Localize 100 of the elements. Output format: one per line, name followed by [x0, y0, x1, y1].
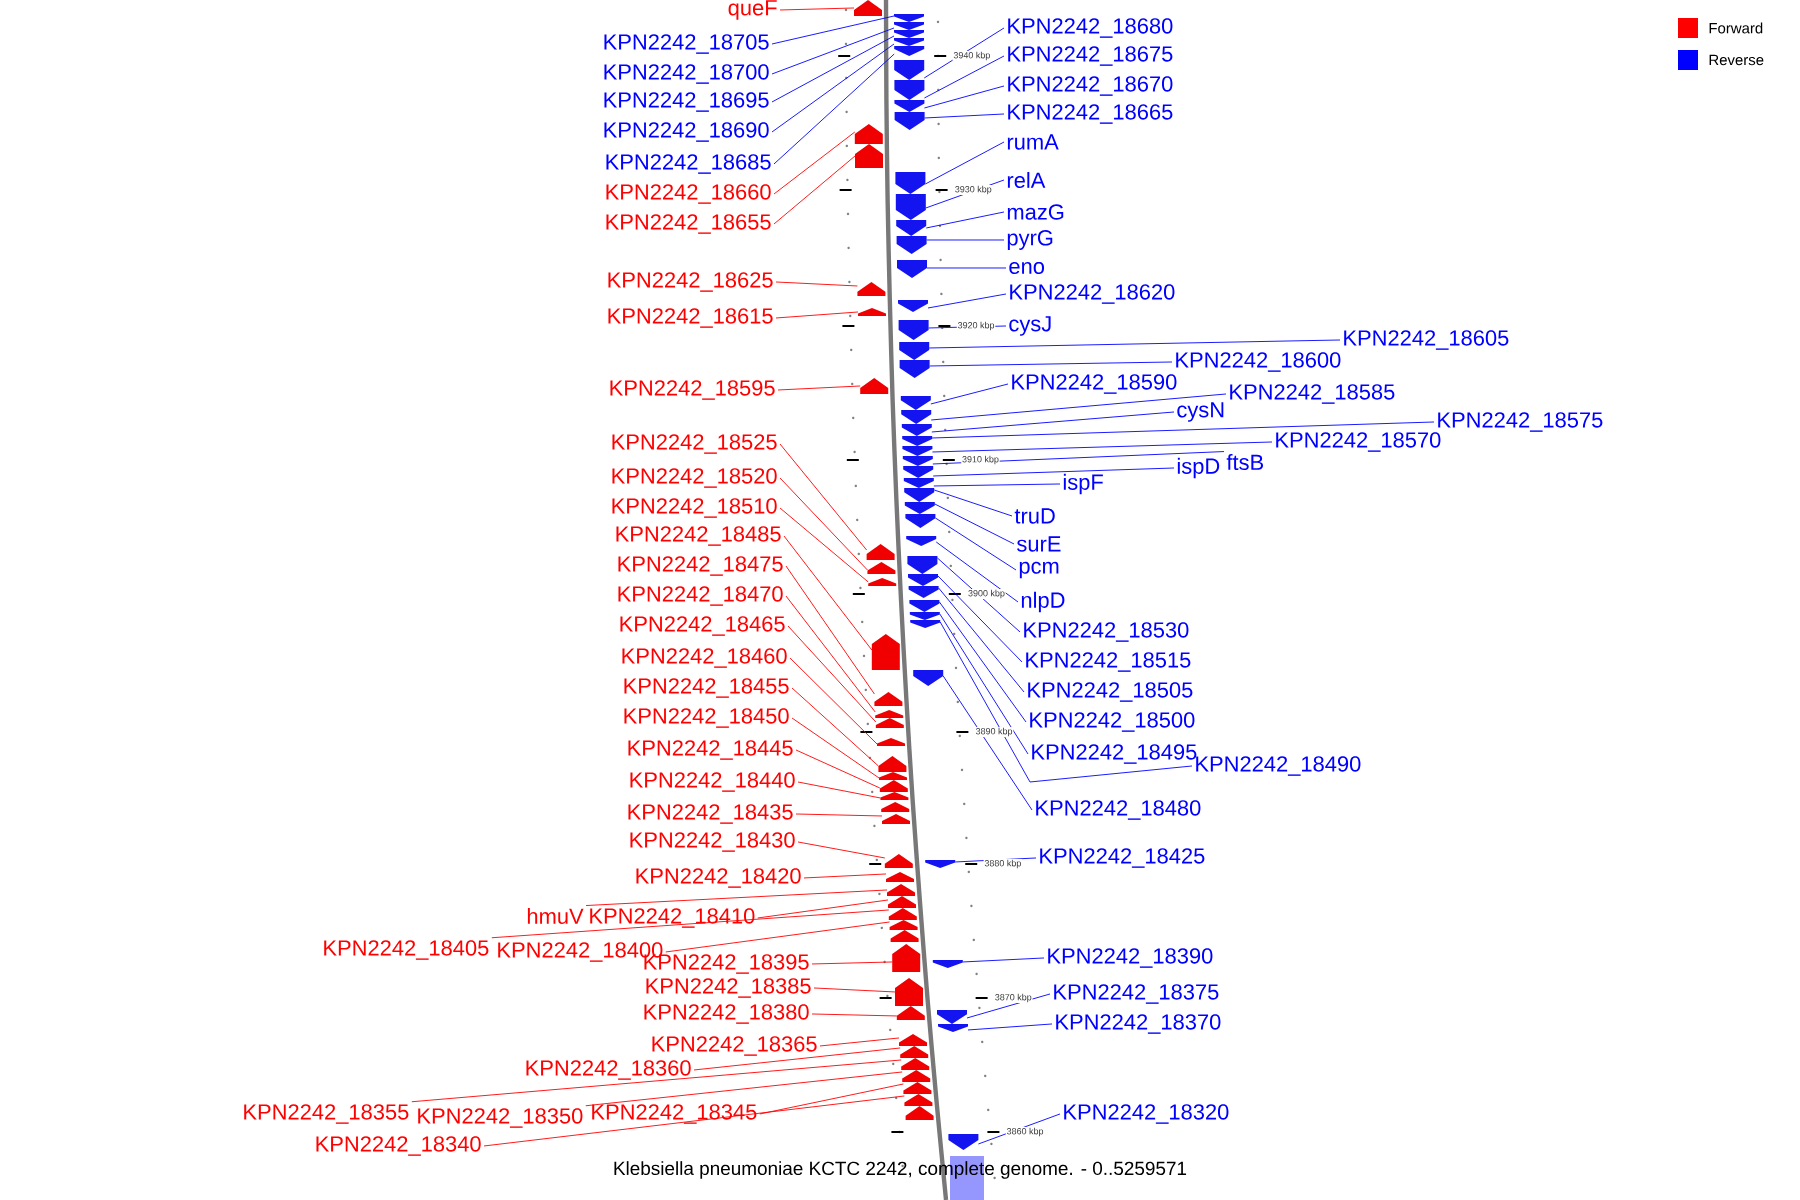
gene-marker — [858, 308, 886, 316]
gene-marker — [894, 100, 925, 112]
leader-line — [777, 385, 861, 391]
gene-label: KPN2242_18530 — [1024, 622, 1189, 642]
leader-line — [923, 85, 1005, 109]
gene-marker — [888, 896, 916, 908]
gene-label: KPN2242_18465 — [620, 616, 785, 636]
gene-label: KPN2242_18320 — [1064, 1104, 1229, 1124]
gene-label: relA — [1007, 171, 1046, 189]
gene-marker — [904, 502, 935, 514]
gene-marker — [857, 282, 886, 296]
gene-marker — [901, 410, 932, 424]
gene-label: truD — [1014, 508, 1055, 524]
leader-line — [962, 957, 1045, 963]
gene-label: KPN2242_18385 — [646, 978, 811, 998]
gene-label: cysN — [1177, 402, 1224, 422]
gene-marker — [910, 620, 941, 628]
gene-label: KPN2242_18705 — [604, 34, 769, 54]
leader-line — [771, 27, 895, 75]
gene-marker — [909, 612, 940, 620]
leader-line — [930, 393, 1227, 421]
gene-label: KPN2242_18405 — [324, 940, 489, 960]
gene-label: ispD — [1177, 457, 1220, 479]
gene-marker — [854, 0, 882, 16]
gene-marker — [887, 884, 915, 896]
gene-marker — [909, 600, 940, 612]
gene-label: KPN2242_18445 — [628, 740, 793, 760]
gene-marker — [904, 488, 935, 502]
leader-line — [775, 281, 858, 287]
gene-label: KPN2242_18595 — [610, 380, 775, 400]
gene-marker — [908, 574, 938, 586]
gene-label: KPN2242_18665 — [1008, 104, 1173, 124]
gene-marker — [897, 260, 927, 278]
leader-line — [757, 899, 889, 919]
gene-marker — [868, 578, 897, 586]
gene-marker — [925, 860, 956, 868]
leader-line — [785, 595, 876, 713]
gene-label: KPN2242_18690 — [604, 122, 769, 142]
gene-marker — [948, 1134, 979, 1150]
leader-line — [773, 53, 895, 165]
leader-line — [795, 813, 883, 817]
leader-line — [795, 749, 881, 789]
gene-label: KPN2242_18515 — [1026, 652, 1191, 672]
gene-marker — [878, 756, 907, 772]
gene-label: KPN2242_18670 — [1008, 76, 1173, 96]
gene-label: KPN2242_18460 — [622, 648, 787, 668]
gene-label: KPN2242_18425 — [1040, 848, 1205, 868]
gene-label: KPN2242_18420 — [636, 868, 801, 888]
leader-line — [585, 1071, 903, 1107]
gene-label: KPN2242_18510 — [612, 498, 777, 518]
gene-label: KPN2242_18525 — [612, 434, 777, 454]
gene-marker — [900, 1046, 929, 1058]
gene-label: KPN2242_18490 — [1196, 756, 1361, 776]
gene-label: KPN2242_18500 — [1030, 712, 1195, 732]
leader-line — [931, 411, 1175, 433]
gene-marker — [875, 710, 904, 718]
gene-marker — [894, 30, 924, 38]
gene-marker — [908, 586, 939, 598]
leader-line — [954, 857, 1037, 863]
leader-line — [797, 841, 886, 859]
gene-label: KPN2242_18450 — [624, 708, 789, 728]
gene-marker — [937, 1010, 967, 1024]
gene-marker — [854, 124, 883, 144]
gene-label: ftsB — [1226, 453, 1263, 471]
leader-line — [779, 507, 869, 583]
gene-marker — [898, 320, 929, 340]
leader-line — [938, 587, 1025, 693]
leader-line — [693, 1047, 901, 1071]
leader-line — [929, 361, 1173, 367]
gene-label: KPN2242_18360 — [526, 1060, 691, 1080]
gene-marker — [894, 60, 925, 80]
leader-line — [932, 467, 1175, 477]
gene-marker — [895, 194, 926, 220]
leader-line — [771, 43, 895, 133]
gene-marker — [880, 792, 909, 800]
gene-marker — [932, 960, 963, 968]
gene-marker — [866, 544, 895, 560]
gene-marker — [902, 456, 933, 466]
gene-marker — [882, 814, 910, 824]
leader-line — [789, 657, 878, 745]
leader-line — [939, 613, 1029, 755]
leader-line — [759, 1083, 904, 1115]
gene-label: KPN2242_18435 — [628, 804, 793, 824]
gene-marker — [905, 1106, 934, 1120]
gene-label: ispF — [1063, 473, 1103, 495]
gene-label: KPN2242_18505 — [1028, 682, 1193, 702]
gene-marker — [877, 738, 905, 746]
gene-label: KPN2242_18345 — [592, 1104, 757, 1124]
gene-label: KPN2242_18675 — [1008, 46, 1173, 66]
gene-label: KPN2242_18605 — [1344, 330, 1509, 350]
leader-line — [925, 179, 1005, 209]
leader-line — [791, 717, 880, 779]
gene-label: KPN2242_18340 — [316, 1136, 481, 1156]
gene-marker — [889, 920, 918, 930]
leader-line — [933, 489, 1013, 517]
gene-label: KPN2242_18355 — [244, 1104, 409, 1124]
gene-label: mazG — [1007, 204, 1064, 220]
leader-line — [931, 441, 1273, 453]
gene-marker — [905, 514, 936, 528]
leader-line — [925, 211, 1005, 229]
